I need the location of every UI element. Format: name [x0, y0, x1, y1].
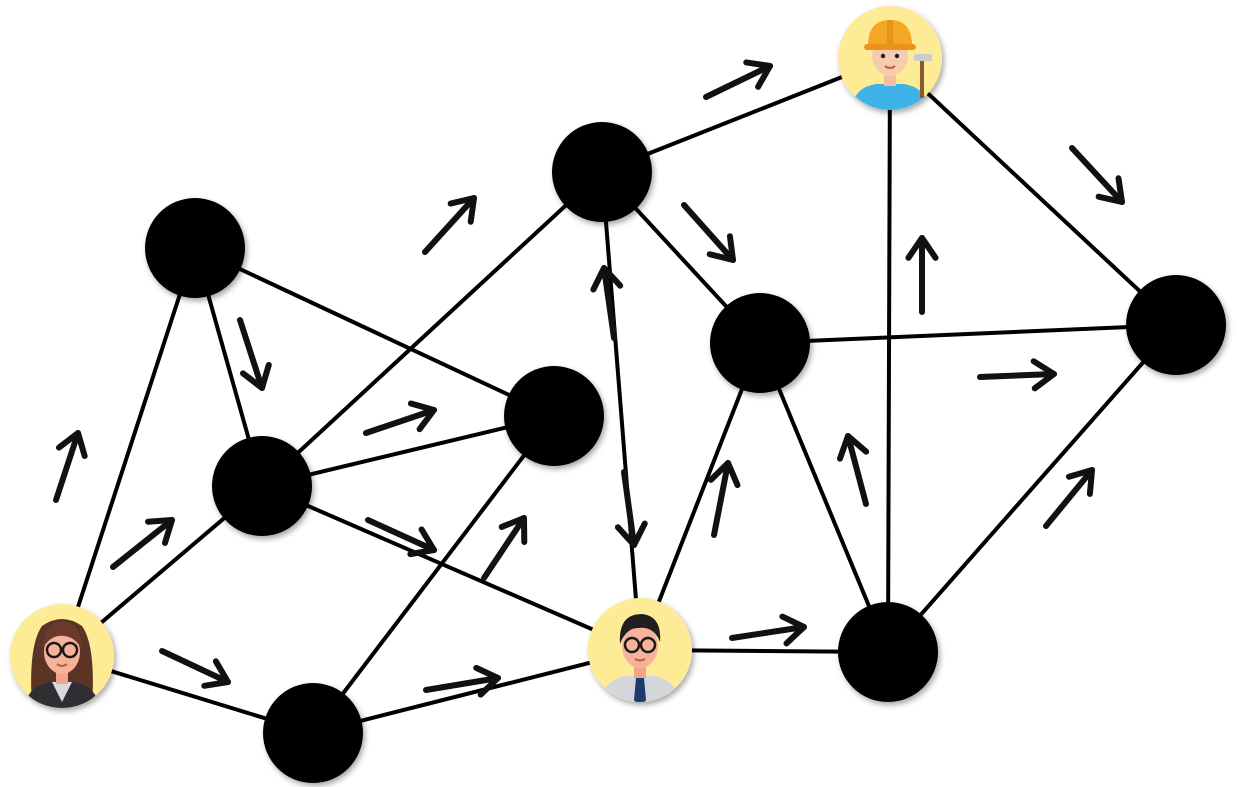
edge-a1-n1	[60, 246, 197, 658]
direction-arrow	[53, 430, 88, 503]
direction-arrow	[363, 400, 437, 436]
direction-arrow	[836, 433, 870, 507]
direction-arrow	[590, 265, 624, 341]
edge-n5-a2	[600, 170, 642, 652]
woman-glasses-avatar-icon	[10, 604, 114, 708]
direction-arrow	[1069, 145, 1125, 205]
direction-arrow	[729, 613, 807, 647]
direction-arrow	[422, 195, 477, 255]
direction-arrow	[159, 648, 231, 689]
edge-n7-n8	[886, 323, 1178, 654]
nodes-layer	[10, 6, 1226, 783]
direction-arrow	[681, 202, 736, 263]
edge-a3-n8	[888, 56, 1178, 327]
edge-n1-n4	[193, 246, 556, 418]
node-n1	[145, 198, 245, 298]
direction-arrow	[1043, 467, 1095, 529]
node-n2	[212, 436, 312, 536]
direction-arrow	[423, 664, 501, 698]
man-glasses-avatar-icon	[588, 598, 692, 702]
direction-arrow	[110, 517, 175, 570]
node-n3	[263, 683, 363, 783]
edge-n3-a2	[311, 648, 642, 735]
node-n5	[552, 122, 652, 222]
edge-a3-n7	[886, 56, 892, 654]
edge-n2-n4	[260, 414, 556, 488]
node-n4	[504, 366, 604, 466]
direction-arrow	[703, 59, 773, 100]
direction-arrow	[905, 235, 939, 315]
direction-arrow	[365, 517, 437, 558]
edge-n2-n5	[260, 170, 604, 488]
edge-n3-n4	[311, 414, 556, 735]
arrows-layer	[53, 59, 1125, 698]
direction-arrow	[707, 460, 741, 538]
direction-arrow	[614, 469, 648, 548]
node-n7	[838, 602, 938, 702]
direction-arrow	[977, 358, 1057, 392]
direction-arrow	[237, 317, 272, 391]
edge-n6-n7	[758, 341, 890, 654]
edge-n2-a2	[260, 484, 642, 652]
construction-worker-avatar-icon	[838, 6, 942, 110]
edge-n6-n8	[758, 323, 1178, 345]
direction-arrow	[481, 515, 528, 581]
edge-n6-a2	[638, 341, 762, 652]
node-n8	[1126, 275, 1226, 375]
node-n6	[710, 293, 810, 393]
